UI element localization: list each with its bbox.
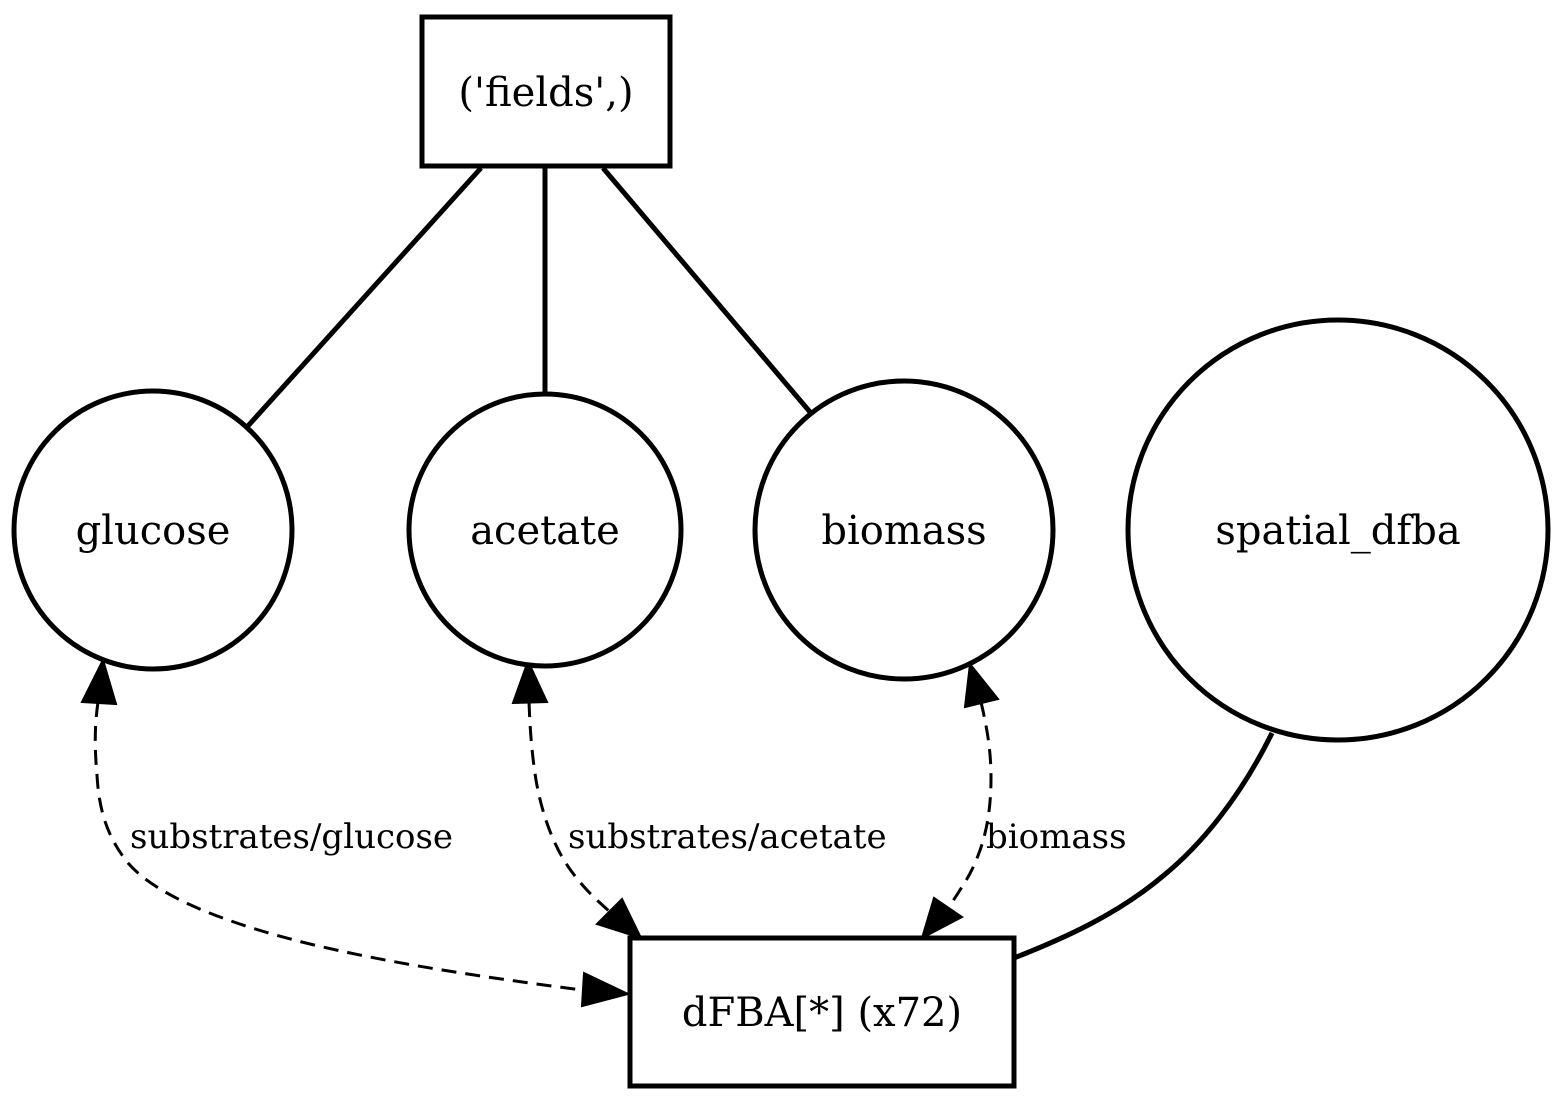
node-spatial-dfba[interactable]: spatial_dfba — [1125, 317, 1551, 743]
edge-spatial-dfba-dfba — [1013, 731, 1275, 961]
biomass-arrowhead-up — [963, 661, 1000, 709]
acetate-arrowhead-up — [511, 658, 549, 705]
node-acetate[interactable]: acetate — [406, 391, 684, 669]
edge-fields-biomass — [601, 166, 812, 414]
edge-label-biomass: biomass — [986, 817, 1127, 857]
glucose-arrowhead-right — [580, 971, 631, 1008]
edge-label-glucose: substrates/glucose — [130, 817, 453, 857]
biomass-arrowhead-down — [920, 896, 964, 940]
edge-fields-glucose — [245, 166, 483, 429]
node-glucose-label: glucose — [76, 508, 231, 554]
node-biomass-label: biomass — [821, 508, 986, 554]
node-glucose[interactable]: glucose — [11, 388, 295, 672]
node-biomass[interactable]: biomass — [752, 378, 1056, 682]
node-fields-label: ('fields',) — [458, 70, 633, 116]
node-acetate-label: acetate — [470, 508, 620, 554]
edge-label-acetate: substrates/acetate — [568, 817, 887, 857]
node-dfba[interactable]: dFBA[*] (x72) — [627, 935, 1017, 1089]
edge-glucose-dfba — [80, 657, 631, 1008]
edge-biomass-dfba — [920, 661, 1000, 940]
acetate-arrowhead-down — [595, 897, 643, 940]
edge-acetate-dfba — [511, 658, 643, 940]
node-spatial-dfba-label: spatial_dfba — [1215, 508, 1460, 554]
node-dfba-label: dFBA[*] (x72) — [682, 990, 962, 1036]
glucose-arrowhead-up — [80, 657, 118, 706]
node-fields[interactable]: ('fields',) — [419, 14, 673, 169]
